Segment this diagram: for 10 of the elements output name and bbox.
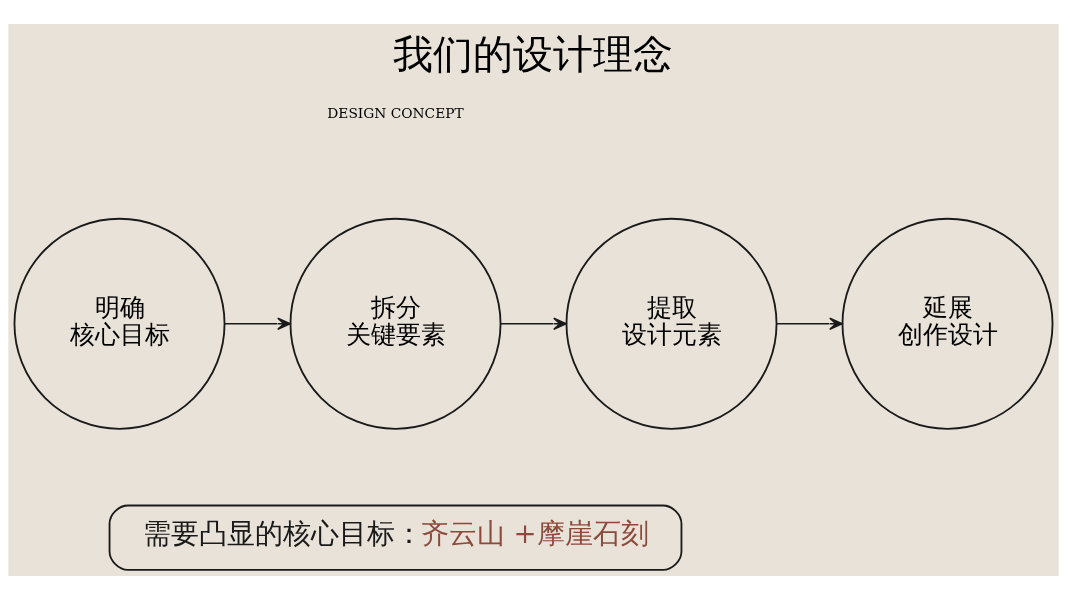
node-circle: 拆分关键要素 <box>289 217 502 430</box>
node-circle: 提取设计元素 <box>565 217 778 430</box>
node-box: 需要凸显的核心目标：齐云山 +摩崖石刻 <box>108 504 683 571</box>
node-circle: 延展创作设计 <box>841 217 1054 430</box>
arrow <box>223 317 291 331</box>
node-circle: 明确核心目标 <box>13 217 226 430</box>
diagram-title: 我们的设计理念 <box>393 31 674 78</box>
label: DESIGN CONCEPT <box>327 104 464 121</box>
arrow <box>775 317 843 331</box>
arrow <box>499 317 567 331</box>
